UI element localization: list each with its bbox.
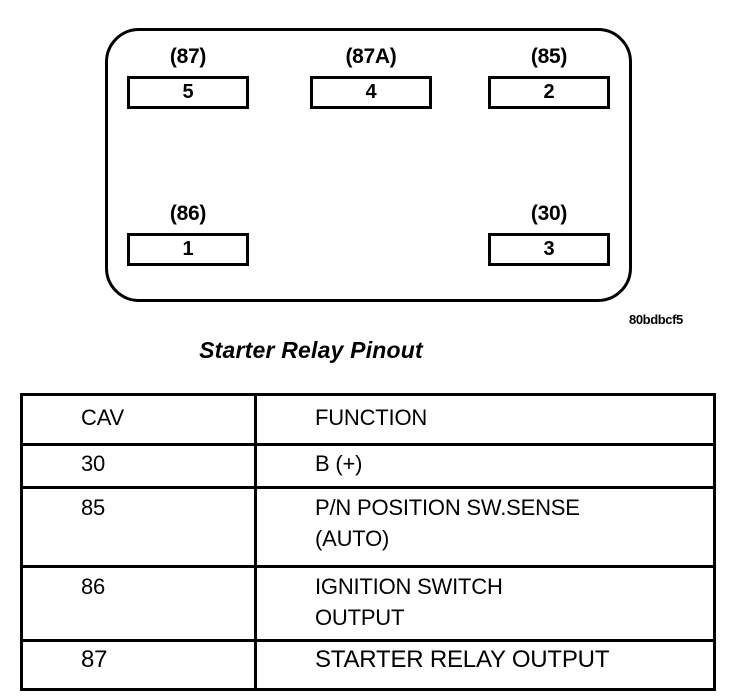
terminal-87-cavity-box: 5 bbox=[127, 76, 249, 109]
table-cell-function: IGNITION SWITCH OUTPUT bbox=[254, 565, 716, 642]
table-header-function: FUNCTION bbox=[254, 393, 716, 446]
terminal-85: (85) 2 bbox=[488, 45, 610, 109]
terminal-86-label: (86) bbox=[169, 202, 207, 225]
table-cell-cav: 30 bbox=[20, 443, 257, 489]
terminal-87a-cavity-box: 4 bbox=[310, 76, 432, 109]
terminal-87a-label: (87A) bbox=[345, 45, 397, 68]
terminal-86-cavity-box: 1 bbox=[127, 233, 249, 266]
table-row: 86 IGNITION SWITCH OUTPUT bbox=[20, 565, 716, 642]
pinout-table: CAV FUNCTION 30 B (+) 85 P/N POSITION SW… bbox=[20, 393, 716, 691]
table-cell-function-text: B (+) bbox=[315, 451, 363, 476]
table-cell-function: B (+) bbox=[254, 443, 716, 489]
table-row: 87 STARTER RELAY OUTPUT bbox=[20, 639, 716, 691]
table-cell-function-text: P/N POSITION SW.SENSE (AUTO) bbox=[315, 495, 580, 551]
table-cell-cav-text: 85 bbox=[81, 495, 106, 520]
relay-pinout-diagram: (87) 5 (87A) 4 (85) 2 (86) 1 (30) 3 80bd… bbox=[105, 28, 683, 363]
figure-caption: Starter Relay Pinout bbox=[199, 337, 423, 363]
table-header-cav: CAV bbox=[20, 393, 257, 446]
table-cell-cav-text: 86 bbox=[81, 574, 106, 599]
terminal-86: (86) 1 bbox=[127, 202, 249, 266]
table-cell-cav-text: 30 bbox=[81, 451, 106, 476]
table-cell-function: STARTER RELAY OUTPUT bbox=[254, 639, 716, 691]
table-cell-function-text: IGNITION SWITCH OUTPUT bbox=[315, 574, 503, 630]
table-cell-cav: 86 bbox=[20, 565, 257, 642]
table-row: 30 B (+) bbox=[20, 443, 716, 489]
table-header-function-text: FUNCTION bbox=[315, 405, 428, 430]
terminal-87a: (87A) 4 bbox=[310, 45, 432, 109]
table-row: 85 P/N POSITION SW.SENSE (AUTO) bbox=[20, 486, 716, 568]
terminal-30-cavity-box: 3 bbox=[488, 233, 610, 266]
terminal-85-cavity-box: 2 bbox=[488, 76, 610, 109]
table-cell-cav: 87 bbox=[20, 639, 257, 691]
figure-id: 80bdbcf5 bbox=[629, 312, 683, 327]
table-cell-cav: 85 bbox=[20, 486, 257, 568]
table-cell-function-text: STARTER RELAY OUTPUT bbox=[315, 646, 610, 673]
table-header-cav-text: CAV bbox=[81, 405, 125, 430]
terminal-30: (30) 3 bbox=[488, 202, 610, 266]
terminal-85-label: (85) bbox=[530, 45, 568, 68]
terminal-87: (87) 5 bbox=[127, 45, 249, 109]
terminal-30-label: (30) bbox=[530, 202, 568, 225]
terminal-87-label: (87) bbox=[169, 45, 207, 68]
table-cell-function: P/N POSITION SW.SENSE (AUTO) bbox=[254, 486, 716, 568]
table-header-row: CAV FUNCTION bbox=[20, 393, 716, 446]
table-cell-cav-text: 87 bbox=[81, 646, 108, 673]
